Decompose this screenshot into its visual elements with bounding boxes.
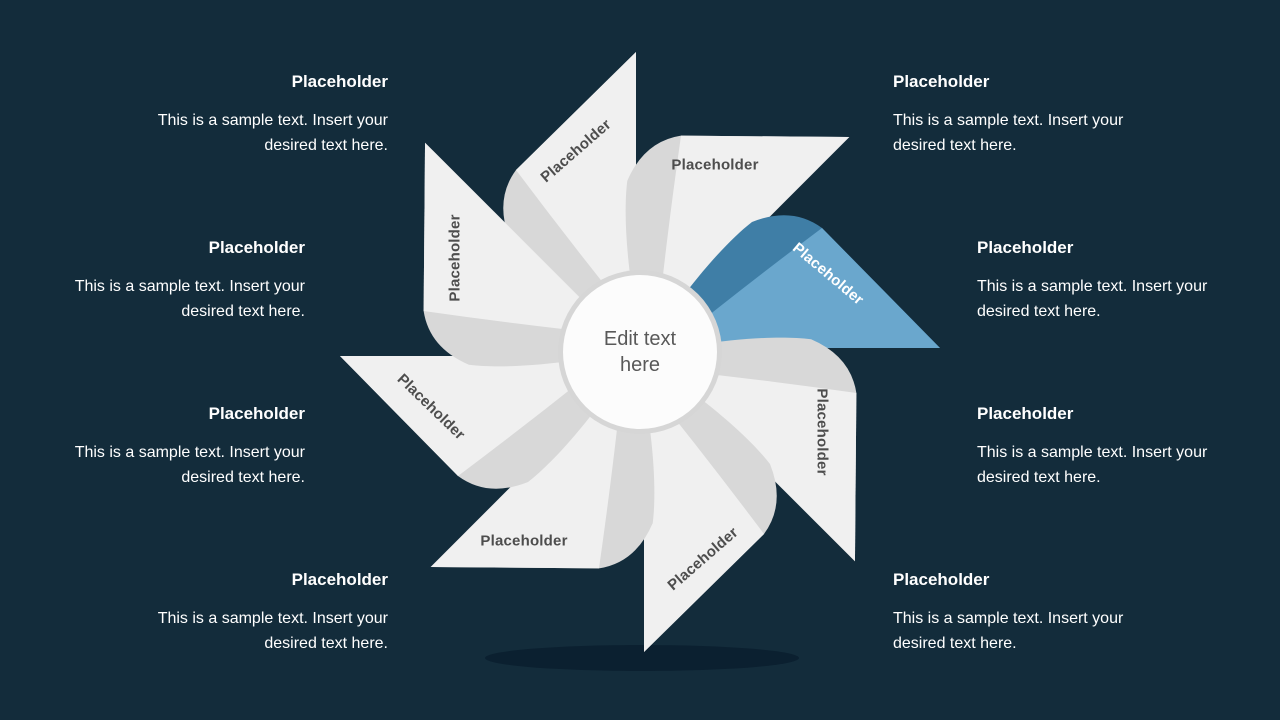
callout-body: This is a sample text. Insert your desir… <box>977 440 1280 490</box>
petal-label-northwest[interactable]: Placeholder <box>446 214 464 302</box>
callout-body-line1: This is a sample text. Insert your <box>977 444 1208 461</box>
callout-body: This is a sample text. Insert your desir… <box>893 108 1223 158</box>
callout-body-line2: desired text here. <box>181 303 305 320</box>
callout-body-line2: desired text here. <box>977 469 1101 486</box>
petal-west-face <box>340 356 612 476</box>
callout-right-4[interactable]: Placeholder This is a sample text. Inser… <box>893 569 1223 656</box>
petal-west[interactable] <box>340 356 632 489</box>
callout-title: Placeholder <box>977 238 1074 257</box>
callout-body-line2: desired text here. <box>264 635 388 652</box>
drop-shadow <box>485 645 799 671</box>
callout-body-line1: This is a sample text. Insert your <box>893 112 1124 129</box>
callout-title: Placeholder <box>208 238 305 257</box>
callout-title: Placeholder <box>893 570 990 589</box>
callout-body-line2: desired text here. <box>181 469 305 486</box>
callout-body-line1: This is a sample text. Insert your <box>157 610 388 627</box>
callout-body: This is a sample text. Insert your desir… <box>58 108 388 158</box>
callout-body-line1: This is a sample text. Insert your <box>893 610 1124 627</box>
petal-north[interactable] <box>503 52 636 344</box>
center-text[interactable]: Edit text here <box>603 328 677 376</box>
callout-body-line2: desired text here. <box>893 137 1017 154</box>
petal-south[interactable] <box>644 360 777 652</box>
petal-north-face <box>516 52 636 324</box>
callout-left-4[interactable]: Placeholder This is a sample text. Inser… <box>58 569 388 656</box>
petal-label-southeast[interactable]: Placeholder <box>813 388 831 476</box>
callout-body-line1: This is a sample text. Insert your <box>977 278 1208 295</box>
callout-body: This is a sample text. Insert your desir… <box>58 606 388 656</box>
callout-body-line1: This is a sample text. Insert your <box>74 278 305 295</box>
callout-body-line1: This is a sample text. Insert your <box>157 112 388 129</box>
callout-body-line2: desired text here. <box>264 137 388 154</box>
callout-body: This is a sample text. Insert your desir… <box>0 440 305 490</box>
callout-title: Placeholder <box>208 404 305 423</box>
callout-title: Placeholder <box>291 570 388 589</box>
petal-label-southwest[interactable]: Placeholder <box>480 532 568 550</box>
callout-left-2[interactable]: Placeholder This is a sample text. Inser… <box>0 237 305 324</box>
callout-body: This is a sample text. Insert your desir… <box>0 274 305 324</box>
callout-body-line2: desired text here. <box>977 303 1101 320</box>
callout-body-line2: desired text here. <box>893 635 1017 652</box>
callout-body: This is a sample text. Insert your desir… <box>893 606 1223 656</box>
callout-right-3[interactable]: Placeholder This is a sample text. Inser… <box>977 403 1280 490</box>
petal-label-northeast[interactable]: Placeholder <box>671 156 759 174</box>
petal-south-face <box>644 380 764 652</box>
petal-east-face <box>668 228 940 348</box>
callout-title: Placeholder <box>977 404 1074 423</box>
callout-right-2[interactable]: Placeholder This is a sample text. Inser… <box>977 237 1280 324</box>
petal-east-highlighted[interactable] <box>648 215 940 348</box>
petal-northwest-face <box>423 142 618 336</box>
center-circle[interactable] <box>563 275 717 429</box>
callout-title: Placeholder <box>291 72 388 91</box>
callout-right-1[interactable]: Placeholder This is a sample text. Inser… <box>893 71 1223 158</box>
callout-left-1[interactable]: Placeholder This is a sample text. Inser… <box>58 71 388 158</box>
callout-left-3[interactable]: Placeholder This is a sample text. Inser… <box>0 403 305 490</box>
callout-body-line1: This is a sample text. Insert your <box>74 444 305 461</box>
callout-body: This is a sample text. Insert your desir… <box>977 274 1280 324</box>
callout-title: Placeholder <box>893 72 990 91</box>
